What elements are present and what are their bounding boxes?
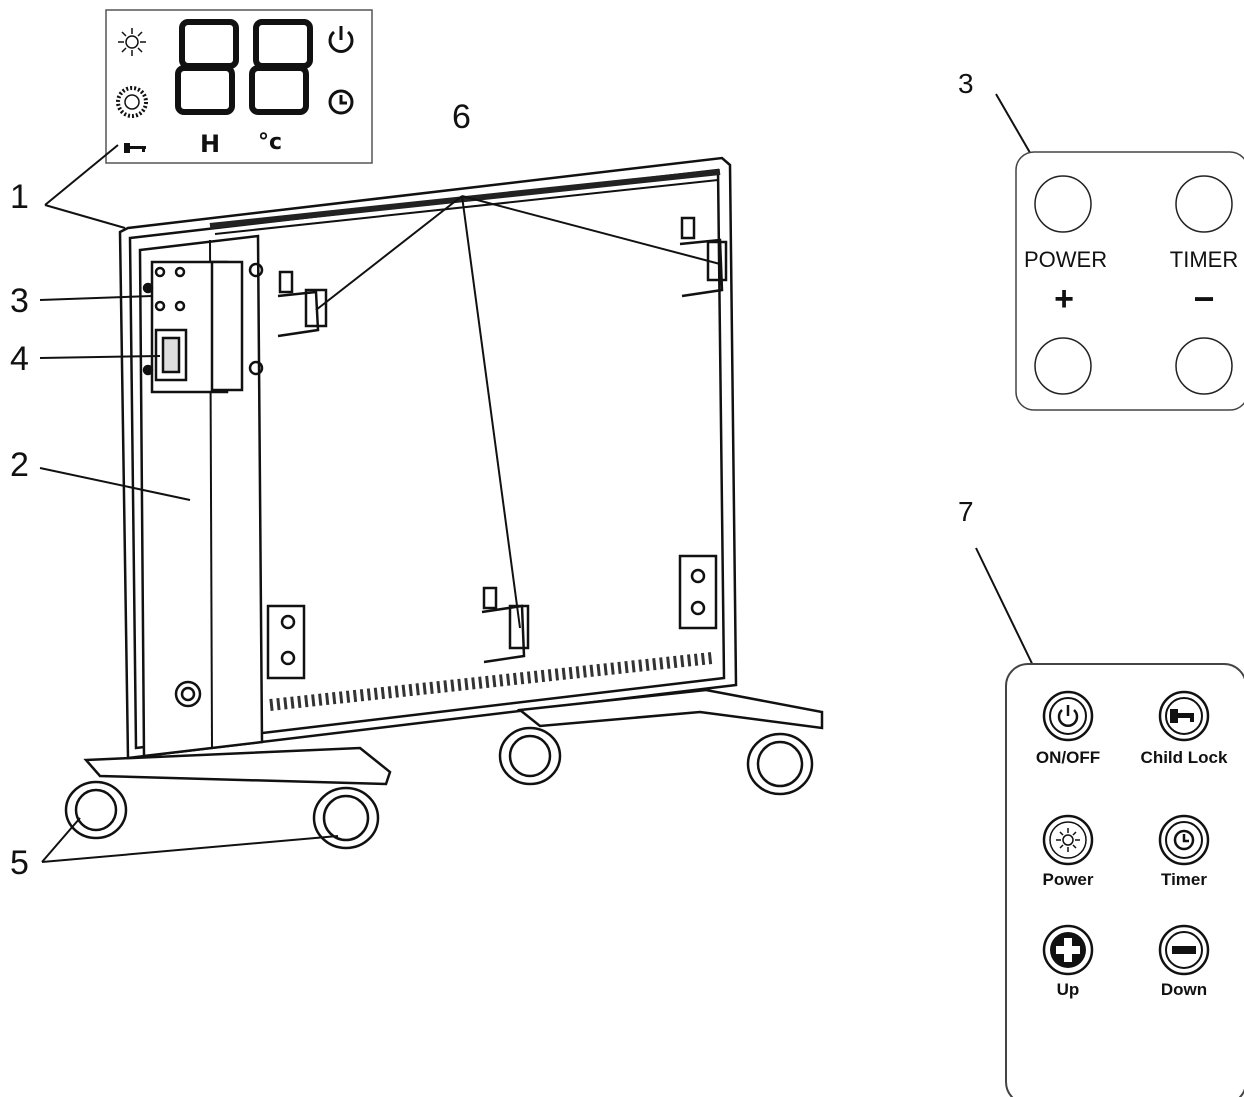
hour-symbol: H [200, 130, 221, 158]
plus-button[interactable] [1034, 337, 1092, 395]
callout-switch: 4 [10, 340, 29, 378]
remote-power-label: Power [1042, 870, 1094, 889]
control-panel-minus-label: − [1193, 278, 1215, 319]
remote-down-label: Down [1160, 980, 1208, 999]
seven-segment-display [175, 19, 313, 115]
leader-lines [39, 93, 1041, 863]
minus-button[interactable] [1175, 337, 1233, 395]
remote-timer-button[interactable] [1158, 814, 1210, 866]
callout-wheels: 5 [10, 844, 29, 882]
heater-body [64, 156, 824, 850]
callout-display: 1 [10, 178, 29, 216]
remote-on-off-label: ON/OFF [1035, 748, 1101, 767]
callout-housing: 2 [10, 446, 29, 484]
sun-icon [118, 28, 146, 56]
control-panel-detail [1015, 151, 1244, 411]
celsius-symbol: °c [258, 130, 283, 155]
callout-remote-detail: 7 [958, 496, 974, 527]
callout-wall-brackets: 6 [452, 98, 471, 136]
remote-control [1005, 663, 1244, 1097]
callout-control-panel: 3 [10, 282, 29, 320]
power-button[interactable] [1034, 175, 1092, 233]
remote-power-button[interactable] [1042, 690, 1094, 742]
remote-up-button[interactable] [1042, 924, 1094, 976]
remote-timer-label: Timer [1161, 870, 1207, 889]
clock-icon [328, 89, 354, 115]
control-panel-timer-label: TIMER [1169, 247, 1239, 272]
control-panel-plus-label: + [1054, 280, 1074, 318]
callout-control-panel-detail: 3 [958, 68, 974, 99]
timer-button[interactable] [1175, 175, 1233, 233]
remote-child-lock-label: Child Lock [1140, 748, 1228, 767]
remote-up-label: Up [1056, 980, 1080, 999]
key-icon [124, 143, 146, 153]
remote-heat-button[interactable] [1042, 814, 1094, 866]
remote-down-button[interactable] [1158, 924, 1210, 976]
remote-child-lock-button[interactable] [1158, 690, 1210, 742]
control-panel-power-label: POWER [1024, 247, 1108, 272]
heat-icon [116, 86, 148, 118]
power-icon [328, 26, 354, 53]
